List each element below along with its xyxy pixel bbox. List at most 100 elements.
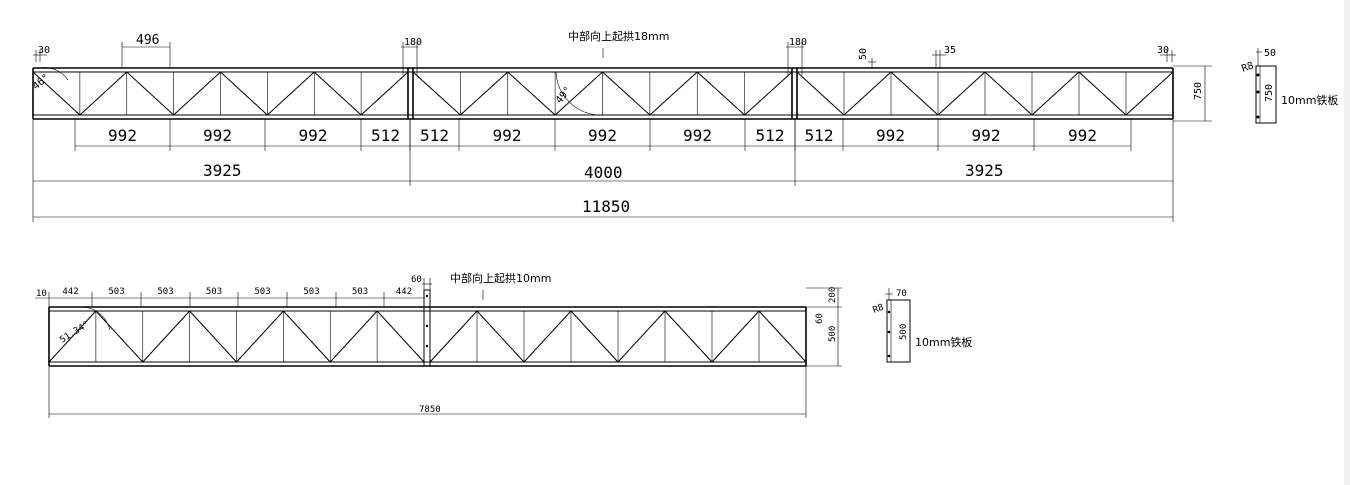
- end-gap-left: 30: [38, 45, 50, 56]
- web-diagonal: [236, 310, 284, 363]
- web-diagonal: [126, 71, 174, 116]
- splice-dim-right: 180: [789, 37, 807, 48]
- web-diagonal: [1125, 71, 1174, 116]
- small-dim-35: 35: [944, 45, 956, 56]
- panel-dim: 503: [254, 287, 270, 297]
- angle-arc: [555, 71, 601, 116]
- truss-2-web: [48, 310, 807, 363]
- angle-arc: [82, 306, 111, 331]
- plate-outline: [1255, 65, 1277, 124]
- panel-dim: 512: [420, 126, 449, 145]
- panel-dim: 992: [203, 126, 232, 145]
- web-diagonal: [664, 310, 713, 363]
- web-diagonal: [142, 310, 190, 363]
- vertical-scrollbar[interactable]: [1344, 0, 1350, 485]
- web-diagonal: [48, 310, 97, 363]
- plate-outline: [886, 299, 911, 363]
- end-gap-right: 30: [1157, 45, 1169, 56]
- web-diagonal: [376, 310, 425, 363]
- angle-label-left: 46°: [31, 72, 52, 92]
- panel-dim: 992: [588, 126, 617, 145]
- splice-dim-2: 60: [411, 275, 422, 285]
- angle-arc: [39, 67, 69, 81]
- web-diagonal: [460, 71, 509, 116]
- angle-label-mid: 49°: [554, 85, 574, 106]
- truss-2: 51.34°: [48, 289, 807, 367]
- plate-2: 70 R8 500 10mm铁板: [872, 288, 972, 363]
- web-diagonal: [937, 71, 986, 116]
- camber-note-2: 中部向上起拱10mm: [450, 271, 551, 285]
- web-diagonal: [523, 310, 572, 363]
- truss-2-dims: 200 60 500 7850: [48, 287, 842, 418]
- truss-1-web: [32, 71, 1174, 116]
- panel-dim: 992: [683, 126, 712, 145]
- truss-height-1: 750: [1193, 82, 1204, 100]
- web-diagonal: [412, 71, 461, 116]
- web-diagonal: [796, 71, 845, 116]
- segment-dim-2: 4000: [584, 163, 623, 182]
- plate-2-label: 10mm铁板: [915, 335, 972, 349]
- camber-note-1: 中部向上起拱18mm: [568, 29, 669, 43]
- panel-dim: 992: [299, 126, 328, 145]
- panel-dim-496: 496: [136, 33, 159, 48]
- web-diagonal: [360, 71, 409, 116]
- panel-dim: 992: [108, 126, 137, 145]
- panel-dim: 442: [62, 287, 78, 297]
- side-dim-200: 200: [828, 287, 838, 303]
- web-diagonal: [890, 71, 939, 116]
- plate-2-radius: R8: [872, 303, 886, 316]
- web-diagonal: [758, 310, 807, 363]
- web-diagonal: [570, 310, 619, 363]
- web-diagonal: [554, 71, 603, 116]
- splice-dim-left: 180: [404, 37, 422, 48]
- web-diagonal: [602, 71, 651, 116]
- web-diagonal: [79, 71, 128, 116]
- panel-dim: 503: [108, 287, 124, 297]
- web-diagonal: [984, 71, 1033, 116]
- truss-1-top-dims: 30 496 180 180 30 35 50 中部向上起拱18mm: [33, 29, 1176, 75]
- total-length-1: 11850: [582, 197, 630, 216]
- angle-label-2: 51.34°: [58, 320, 91, 346]
- web-diagonal: [32, 71, 81, 116]
- panel-dim: 992: [1068, 126, 1097, 145]
- panel-dim: 503: [303, 287, 319, 297]
- web-diagonal: [429, 310, 478, 363]
- truss-height-2: 500: [828, 326, 838, 342]
- panel-dim: 503: [206, 287, 222, 297]
- web-diagonal: [476, 310, 525, 363]
- web-diagonal: [329, 310, 378, 363]
- panel-dim: 503: [157, 287, 173, 297]
- panel-dim: 512: [756, 126, 785, 145]
- web-diagonal: [843, 71, 892, 116]
- panel-dim: 992: [493, 126, 522, 145]
- plate-2-top: 70: [896, 289, 907, 299]
- web-diagonal: [507, 71, 556, 116]
- segment-dim-3: 3925: [965, 161, 1004, 180]
- truss-1: 46° 49°: [31, 67, 1174, 120]
- web-diagonal: [1078, 71, 1127, 116]
- web-diagonal: [617, 310, 666, 363]
- web-diagonal: [189, 310, 237, 363]
- plate-1-height: 750: [1264, 84, 1275, 102]
- plate-1-label: 10mm铁板: [1281, 93, 1338, 107]
- panel-dim: 503: [352, 287, 368, 297]
- web-diagonal: [744, 71, 793, 116]
- total-length-2: 7850: [419, 405, 441, 415]
- panel-dim: 992: [876, 126, 905, 145]
- panel-dim: 442: [396, 287, 412, 297]
- splice-plate: [423, 289, 431, 367]
- web-diagonal: [267, 71, 315, 116]
- web-diagonal: [313, 71, 362, 116]
- end-gap-2: 10: [36, 289, 47, 299]
- panel-dim: 992: [972, 126, 1001, 145]
- truss-2-top-dims: 442 503 503 503 503 503 503 442 10 60 中部向上起拱10m…: [35, 271, 551, 307]
- web-diagonal: [711, 310, 760, 363]
- panel-dim: 512: [805, 126, 834, 145]
- plate-2-height: 500: [899, 324, 909, 340]
- web-diagonal: [95, 310, 144, 363]
- web-diagonal: [283, 310, 331, 363]
- plate-1: 50 R8 750 10mm铁板: [1240, 48, 1338, 124]
- web-diagonal: [220, 71, 268, 116]
